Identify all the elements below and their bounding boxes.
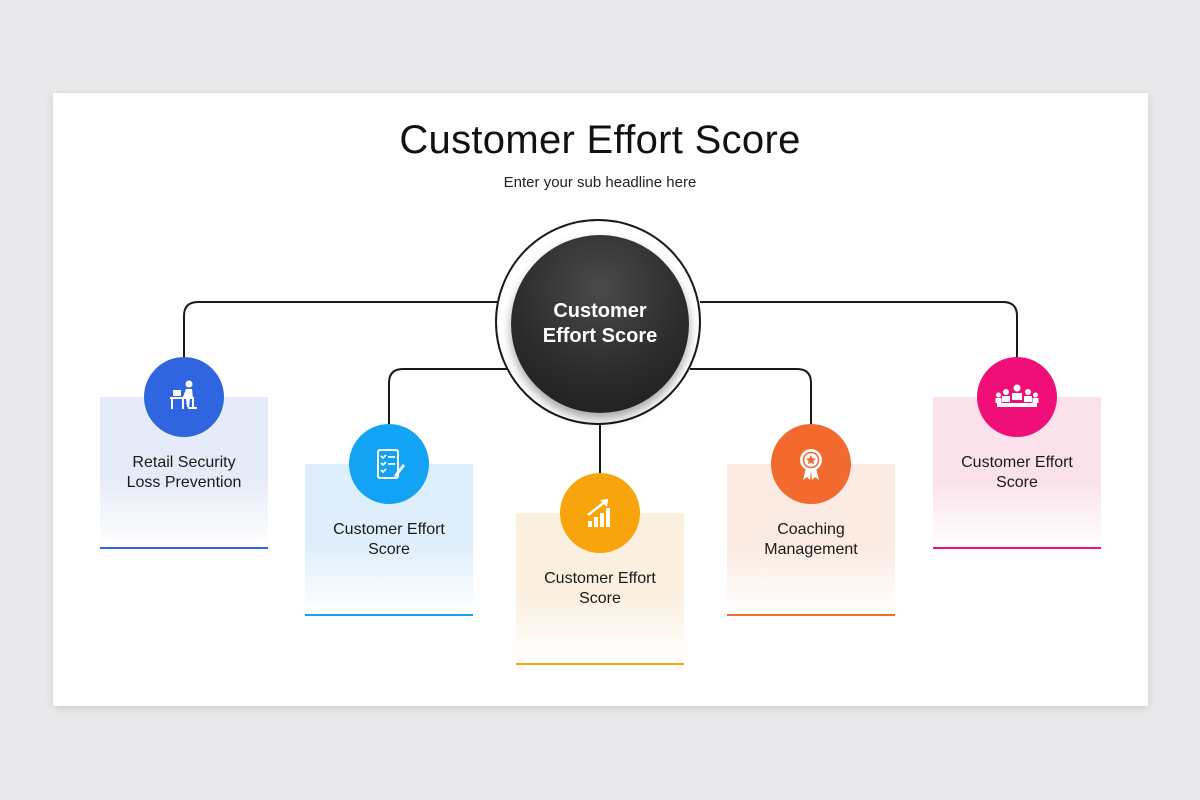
- desk-worker-icon: [170, 380, 197, 409]
- growth-chart-icon: [587, 499, 610, 527]
- connector-1: [183, 301, 500, 360]
- item-node-5: [977, 357, 1057, 437]
- connector-2: [388, 368, 510, 426]
- award-badge-icon: [800, 449, 822, 480]
- item-card-2-label: Customer Effort Score: [333, 521, 445, 558]
- hub-circle: Customer Effort Score: [511, 235, 689, 413]
- hub-label: Customer Effort Score: [542, 300, 658, 347]
- item-card-1-label: Retail Security Loss Prevention: [126, 454, 242, 491]
- checklist-icon: [377, 449, 405, 479]
- connector-4: [690, 368, 812, 426]
- page-title: Customer Effort Score: [399, 118, 801, 162]
- page-subtitle: Enter your sub headline here: [503, 174, 697, 191]
- item-card-4-label: Coaching Management: [764, 521, 858, 558]
- item-node-1: [144, 357, 224, 437]
- team-meeting-icon: [995, 384, 1039, 407]
- connector-5: [700, 301, 1018, 360]
- item-node-4: [771, 424, 851, 504]
- item-card-3-label: Customer Effort Score: [544, 570, 656, 607]
- item-node-3: [560, 473, 640, 553]
- item-card-5-label: Customer Effort Score: [961, 454, 1073, 491]
- item-node-2: [349, 424, 429, 504]
